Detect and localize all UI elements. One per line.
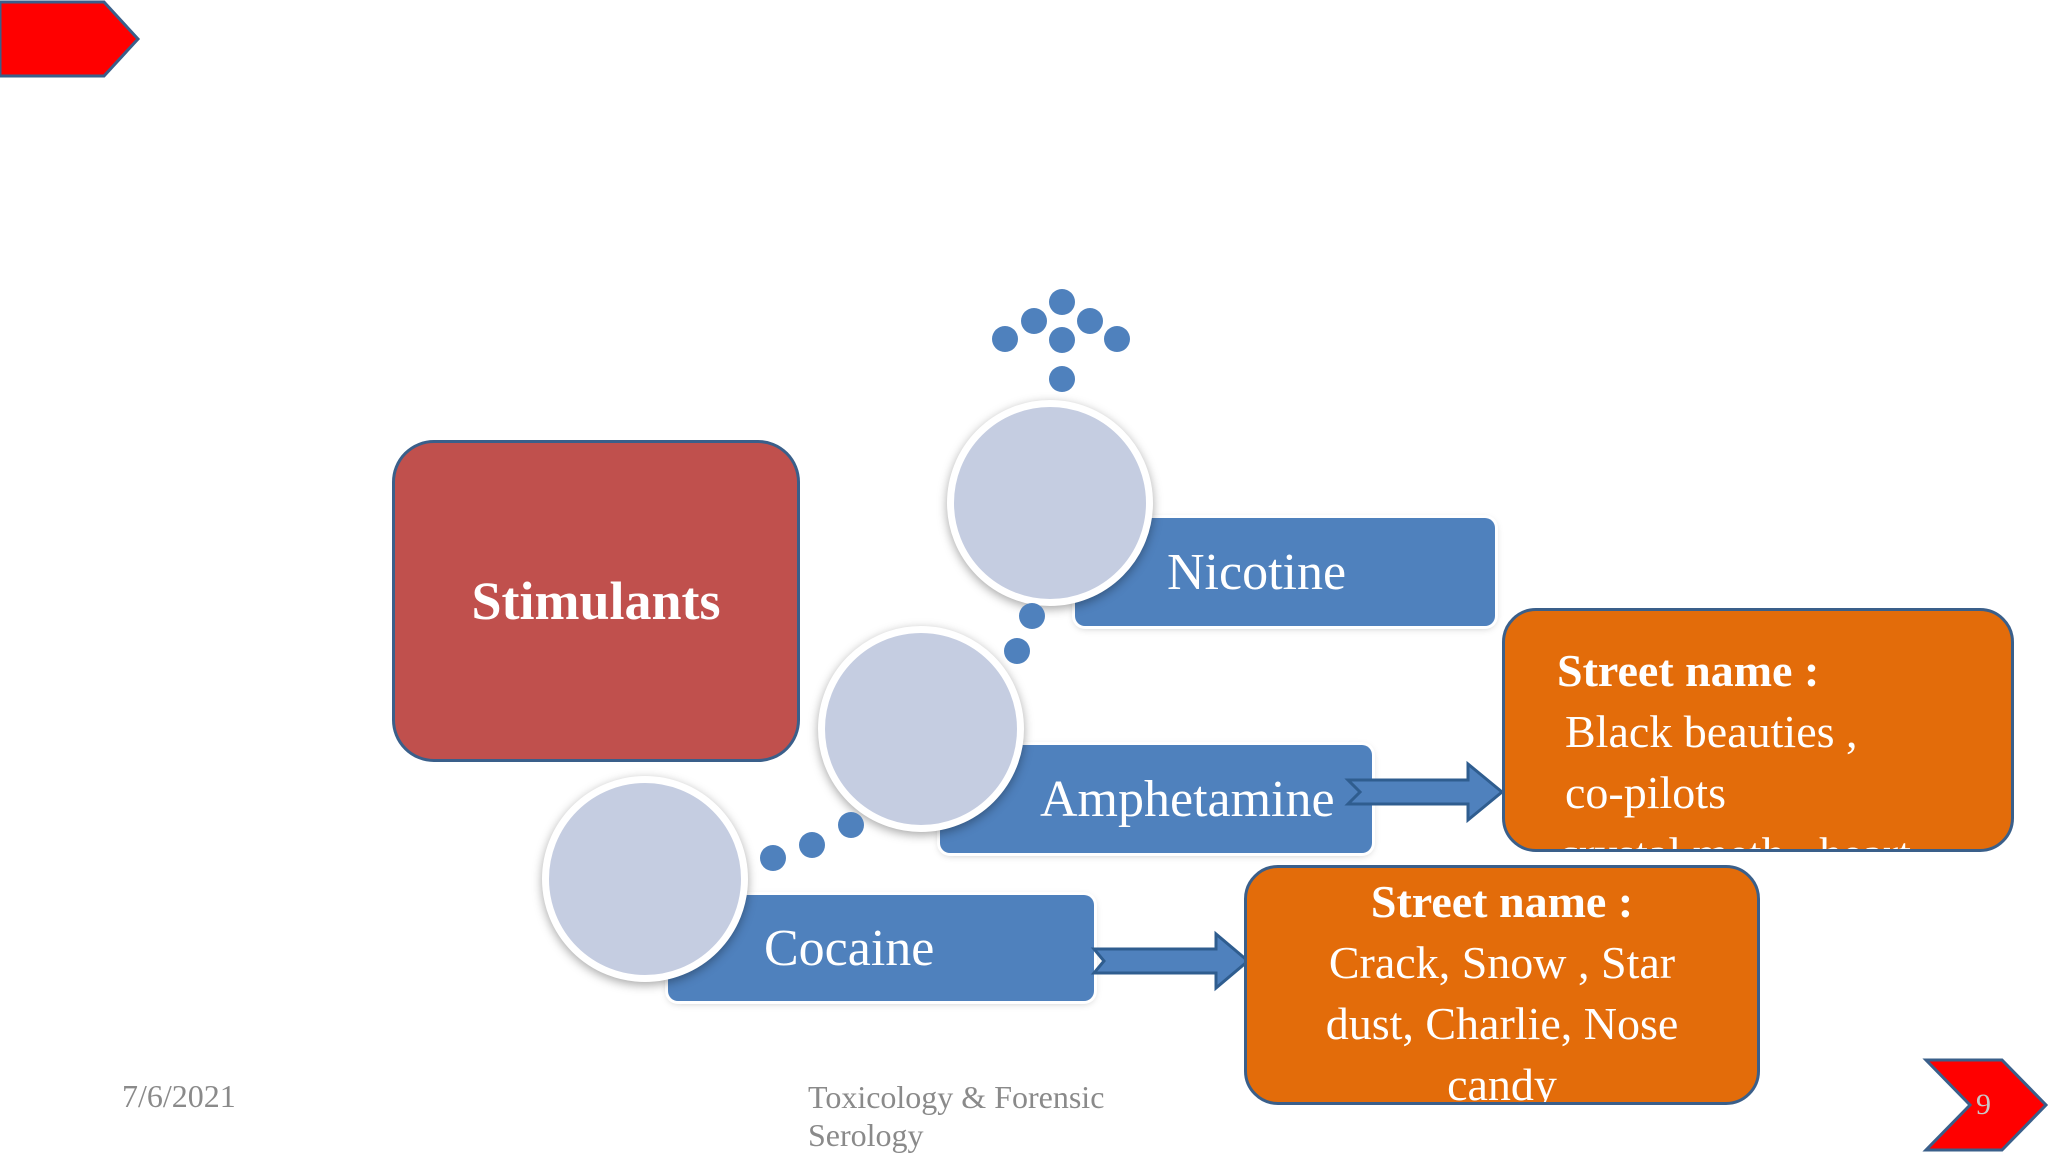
street-name-box-amphetamine: Street name : Black beauties , co-pilots… (1502, 608, 2014, 852)
connector-dot (799, 832, 825, 858)
decor-dot (1049, 327, 1075, 353)
drug-label-nicotine: Nicotine (1167, 543, 1347, 601)
drug-label-cocaine: Cocaine (764, 919, 935, 977)
connector-dot (838, 812, 864, 838)
street-name-line: co-pilots (1565, 767, 1726, 818)
arrow-right-icon (1090, 930, 1251, 992)
street-name-heading: Street name : (1370, 876, 1634, 927)
street-name-heading: Street name : (1557, 645, 1820, 696)
page-number: 9 (1976, 1088, 1991, 1121)
street-name-line: ,crystal meth , heart (1539, 823, 2011, 849)
decor-dot (992, 326, 1018, 352)
street-name-box-cocaine: Street name : Crack, Snow , Star dust, C… (1244, 865, 1760, 1105)
arrow-right-icon (1344, 760, 1505, 824)
footer-date: 7/6/2021 (122, 1078, 236, 1114)
street-name-line: dust, Charlie, Nose (1325, 998, 1679, 1049)
drug-label-amphetamine: Amphetamine (1040, 770, 1335, 828)
connector-dot (1019, 603, 1045, 629)
street-name-line: Black beauties , (1565, 706, 1858, 757)
connector-dot (760, 845, 786, 871)
circle-node-amphetamine (818, 626, 1024, 832)
street-name-line: Crack, Snow , Star (1328, 937, 1676, 988)
circle-node-nicotine (947, 400, 1153, 606)
footer-title: Toxicology & Forensic Serology (808, 1079, 1105, 1153)
connector-dot (1004, 638, 1030, 664)
decor-dot (1049, 289, 1075, 315)
nav-back-chevron-icon[interactable] (0, 0, 141, 80)
decor-dot (1104, 326, 1130, 352)
decor-dot (1077, 308, 1103, 334)
drug-bar-nicotine: Nicotine (1075, 518, 1495, 626)
category-label: Stimulants (471, 571, 721, 631)
decor-dot (1049, 366, 1075, 392)
nav-forward-chevron-icon[interactable] (1922, 1058, 2048, 1152)
decor-dot (1021, 308, 1047, 334)
category-box-stimulants: Stimulants (392, 440, 800, 762)
circle-node-cocaine (542, 776, 748, 982)
street-name-line: candy (1447, 1059, 1557, 1105)
